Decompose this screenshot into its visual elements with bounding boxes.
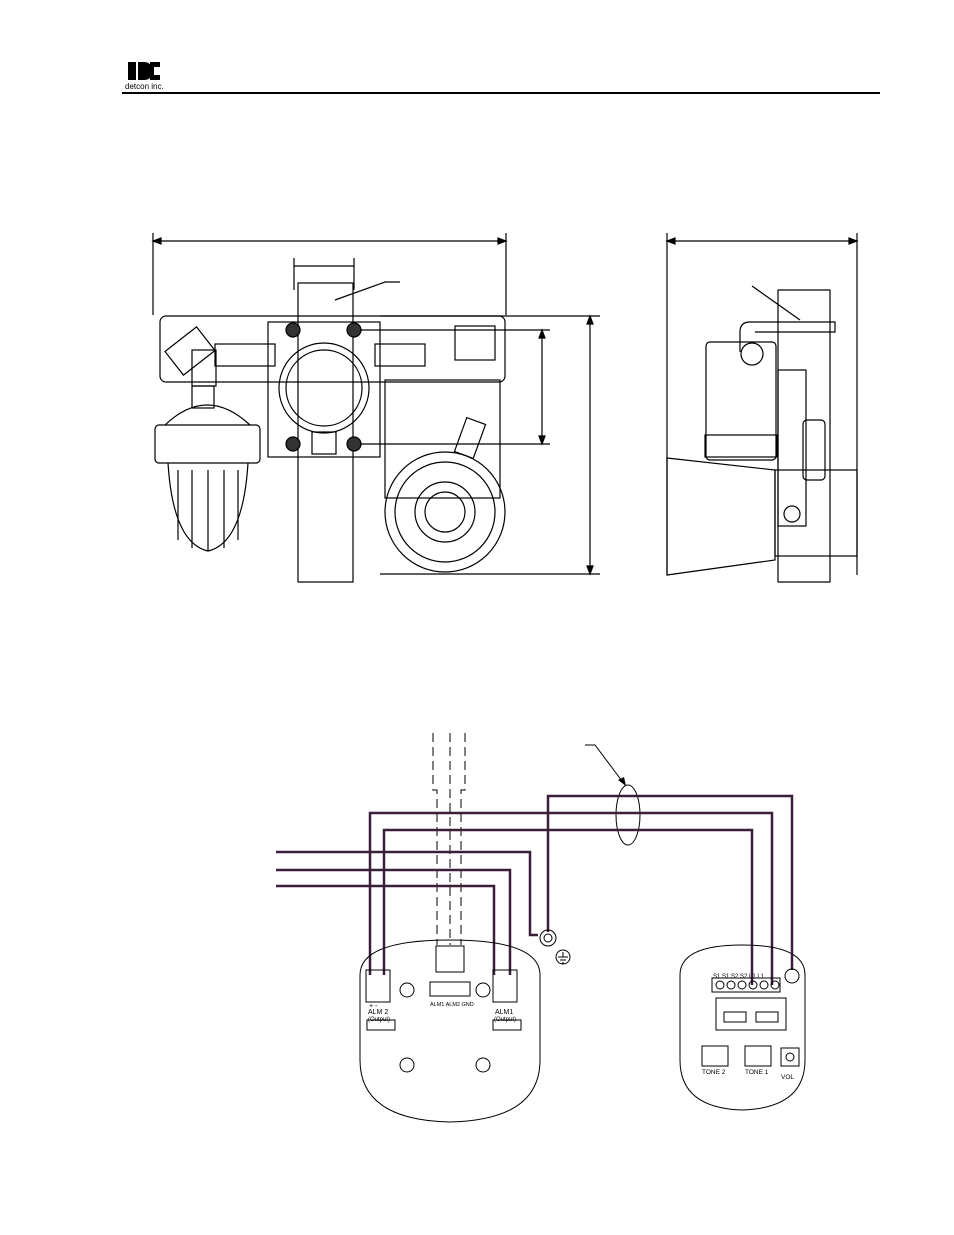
wire-alm1-b	[276, 884, 496, 975]
conduit-dashed-lines	[432, 733, 466, 945]
alm2-polarity: + -	[369, 1003, 378, 1010]
horn-ground-screw	[784, 968, 800, 984]
alm1-sub-label: (Output)	[494, 1017, 516, 1023]
ground-lug	[539, 929, 571, 965]
tone1-label: TONE 1	[745, 1069, 769, 1076]
cable-bundle-marker	[615, 784, 641, 846]
front-view-drawing	[151, 233, 600, 583]
side-view-drawing	[665, 233, 859, 583]
wire-horn-ground	[546, 794, 794, 970]
vol-pot	[780, 1047, 800, 1067]
center-terminal-labels: ALM1 ALM2 GND	[430, 1002, 474, 1008]
horn-terminal-labels: S1 S1 S2 S2 L1 L1	[713, 974, 765, 980]
cable-leader	[585, 744, 626, 786]
horn-board	[679, 944, 806, 1111]
alm1-terminal-block	[492, 969, 518, 1003]
header: detcon inc.	[122, 62, 880, 94]
tone2-switch	[701, 1045, 729, 1067]
sensor-board	[359, 939, 541, 1123]
tone1-switch	[744, 1045, 772, 1067]
tone2-label: TONE 2	[702, 1069, 726, 1076]
alm2-label: ALM 2	[368, 1009, 388, 1016]
center-connector	[435, 945, 465, 973]
wiring-section: ALM 2 (Output) ALM1 (Output) ALM1 ALM2 G…	[276, 733, 806, 1123]
center-terminal-block	[429, 981, 471, 997]
wire-horn-s1	[382, 828, 754, 985]
alm1-label: ALM1	[495, 1009, 513, 1016]
logo-caption: detcon inc.	[125, 82, 164, 91]
horn-terminal-strip	[711, 977, 781, 993]
wire-alm1-a	[276, 868, 512, 975]
wire-horn-l1	[368, 811, 774, 985]
wire-ground-field	[276, 850, 538, 937]
detcon-logo: detcon inc.	[125, 62, 164, 91]
alm2-terminal-block	[365, 969, 391, 1003]
field-wires	[276, 794, 794, 985]
vol-label: VOL	[781, 1074, 794, 1081]
alm2-sub-label: (Output)	[368, 1017, 390, 1023]
